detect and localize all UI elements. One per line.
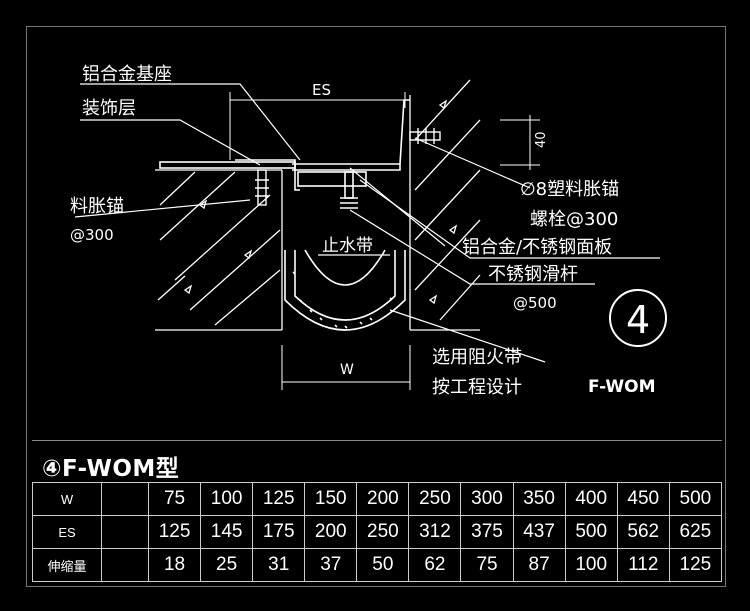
left-anchor-bolt <box>255 169 269 206</box>
circle-number: 4 <box>626 298 650 342</box>
table-cell: 250 <box>356 515 410 549</box>
table-title-divider <box>32 440 722 441</box>
cover-plate <box>159 99 410 209</box>
blank-cell <box>101 482 149 516</box>
table-cell: 87 <box>512 548 566 582</box>
row-header: W <box>32 482 102 516</box>
es-label: ES <box>312 81 331 99</box>
table-cell: 18 <box>147 548 202 582</box>
label-model: F-WOM <box>588 377 656 397</box>
row-header: ES <box>32 515 102 549</box>
outer-frame <box>26 26 726 587</box>
table-cell: 62 <box>408 548 462 582</box>
table-cell: 50 <box>356 548 410 582</box>
table-cell: 112 <box>616 548 670 582</box>
table-title: ④F-WOM型 <box>42 456 180 482</box>
table-cell: 437 <box>512 515 566 549</box>
table-cell: 625 <box>668 515 723 549</box>
table-cell: 125 <box>252 482 306 516</box>
blank-cell <box>101 515 149 549</box>
table-cell: 562 <box>616 515 670 549</box>
label-anchor-left: 料胀锚 <box>70 196 124 217</box>
table-cell: 37 <box>304 548 358 582</box>
table-cell: 500 <box>668 482 723 516</box>
w-dimension <box>281 345 411 390</box>
table-cell: 75 <box>460 548 514 582</box>
table-cell: 312 <box>408 515 462 549</box>
label-bolt-right: 螺栓@300 <box>530 209 618 230</box>
right-anchor-bolt <box>409 128 441 144</box>
table-cell: 175 <box>252 515 306 549</box>
label-fire-2: 按工程设计 <box>432 377 522 398</box>
table-cell: 31 <box>252 548 306 582</box>
table-cell: 200 <box>356 482 410 516</box>
table-cell: 400 <box>564 482 618 516</box>
label-decor: 装饰层 <box>82 98 136 119</box>
table-cell: 250 <box>408 482 462 516</box>
table-cell: 450 <box>616 482 670 516</box>
table-cell: 500 <box>564 515 618 549</box>
table-cell: 350 <box>512 482 566 516</box>
table-cell: 75 <box>147 482 202 516</box>
label-rod: 不锈钢滑杆 <box>488 264 578 285</box>
row-header: 伸缩量 <box>32 548 102 582</box>
table-cell: 200 <box>304 515 358 549</box>
label-fire-1: 选用阻火带 <box>432 347 522 368</box>
table-cell: 145 <box>200 515 254 549</box>
label-bolt-left: @300 <box>70 226 114 244</box>
label-anchor-right: ∅8塑料胀锚 <box>520 179 619 200</box>
table-cell: 150 <box>304 482 358 516</box>
waterstop <box>284 249 406 331</box>
table-cell: 100 <box>564 548 618 582</box>
joint-section-drawing: ES 40 W 铝合金基座 装饰层 料胀锚 @300 ∅8塑料胀锚 螺栓@300… <box>70 64 667 398</box>
table-cell: 100 <box>200 482 254 516</box>
table-cell: 25 <box>200 548 254 582</box>
w-label: W <box>340 362 354 378</box>
label-base: 铝合金基座 <box>82 64 172 85</box>
label-panel: 铝合金/不锈钢面板 <box>462 237 612 258</box>
label-rod-spacing: @500 <box>513 294 557 312</box>
blank-cell <box>101 548 149 582</box>
circle-number-badge <box>609 289 667 347</box>
table-cell: 300 <box>460 482 514 516</box>
right-concrete <box>409 79 481 331</box>
table-cell: 125 <box>147 515 202 549</box>
table-cell: 375 <box>460 515 514 549</box>
es-dimension <box>229 92 406 160</box>
label-waterstop: 止水带 <box>322 236 373 256</box>
left-concrete <box>155 169 283 331</box>
table-cell: 125 <box>668 548 723 582</box>
dim-40-label: 40 <box>534 131 549 148</box>
